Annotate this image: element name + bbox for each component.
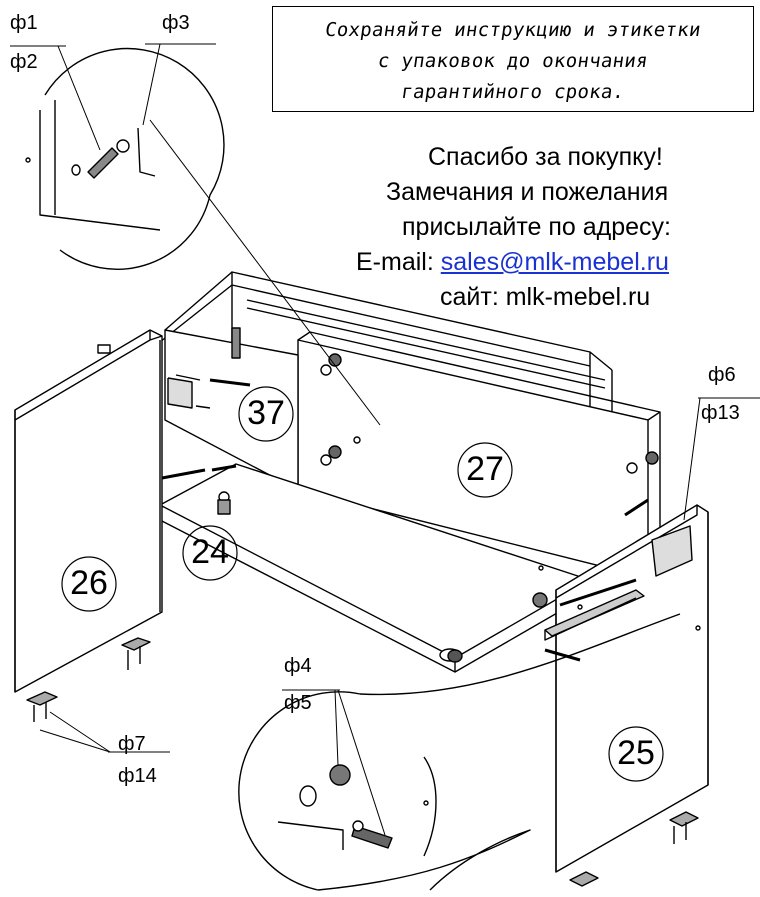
part-number-24: 24 xyxy=(191,533,229,571)
notice-box: Сохраняйте инструкцию и этикетки с упако… xyxy=(272,6,754,112)
notice-line-1: Сохраняйте инструкцию и этикетки xyxy=(323,19,703,41)
fitting-label-f4: ф4 xyxy=(284,655,312,677)
fitting-label-f1: ф1 xyxy=(10,12,38,34)
panel-25 xyxy=(555,504,709,887)
detail-zoom-top xyxy=(25,47,225,270)
site-line: сайт: mlk-mebel.ru xyxy=(440,283,651,311)
part-number-37: 37 xyxy=(247,394,285,432)
fitting-label-f6: ф6 xyxy=(708,364,736,386)
part-number-circles xyxy=(61,386,664,782)
fitting-label-f5: ф5 xyxy=(284,692,312,714)
thanks-line-3: присылайте по адресу: xyxy=(402,213,671,241)
email-link[interactable]: sales@mlk-mebel.ru xyxy=(440,248,669,276)
fitting-label-f2: ф2 xyxy=(10,51,38,73)
fitting-label-f14: ф14 xyxy=(118,765,157,787)
label-leaders xyxy=(10,43,760,836)
drawer-runner xyxy=(532,498,693,662)
fitting-label-f13: ф13 xyxy=(701,402,740,424)
thanks-line-2: Замечания и пожелания xyxy=(386,178,669,206)
notice-line-3: гарантийного срока. xyxy=(399,81,627,103)
email-prefix: E-mail: xyxy=(356,248,441,276)
fitting-label-f7: ф7 xyxy=(118,733,146,755)
part-number-26: 26 xyxy=(70,564,108,602)
part-number-27: 27 xyxy=(466,450,504,488)
notice-line-2: с упаковок до окончания xyxy=(376,50,650,72)
thanks-line-1: Спасибо за покупку! xyxy=(428,143,663,171)
fitting-label-f3: ф3 xyxy=(162,12,190,34)
part-number-25: 25 xyxy=(617,734,655,772)
panel-26 xyxy=(14,329,163,722)
email-line: E-mail: sales@mlk-mebel.ru xyxy=(356,248,669,277)
detail-zoom-bottom xyxy=(238,613,681,891)
